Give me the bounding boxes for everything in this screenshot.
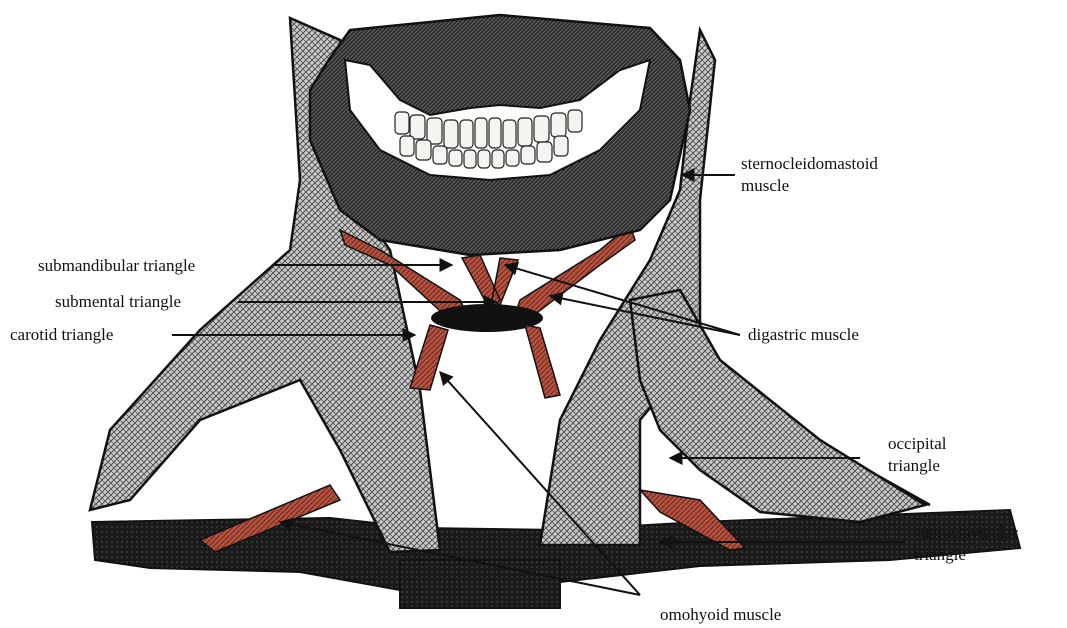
label-omohyoid-muscle: omohyoid muscle [660, 604, 781, 626]
label-digastric-muscle: digastric muscle [748, 324, 859, 346]
label-supraclavicular-line1: supraclavicular [914, 522, 1018, 544]
label-submandibular-triangle: submandibular triangle [38, 255, 195, 277]
label-submental-triangle: submental triangle [55, 291, 181, 313]
label-sternocleidomastoid-line2: muscle [741, 175, 878, 197]
sternum-block [400, 560, 560, 608]
omohyoid-upper-left [410, 325, 448, 390]
label-sternocleidomastoid: sternocleidomastoid muscle [741, 153, 878, 197]
label-carotid-triangle: carotid triangle [10, 324, 113, 346]
label-supraclavicular-triangle: supraclavicular triangle [914, 522, 1018, 566]
label-occipital-line1: occipital [888, 433, 947, 455]
label-occipital-line2: triangle [888, 455, 947, 477]
omohyoid-upper-right [525, 325, 560, 398]
label-supraclavicular-line2: triangle [914, 544, 1018, 566]
label-sternocleidomastoid-line1: sternocleidomastoid [741, 153, 878, 175]
label-occipital-triangle: occipital triangle [888, 433, 947, 477]
